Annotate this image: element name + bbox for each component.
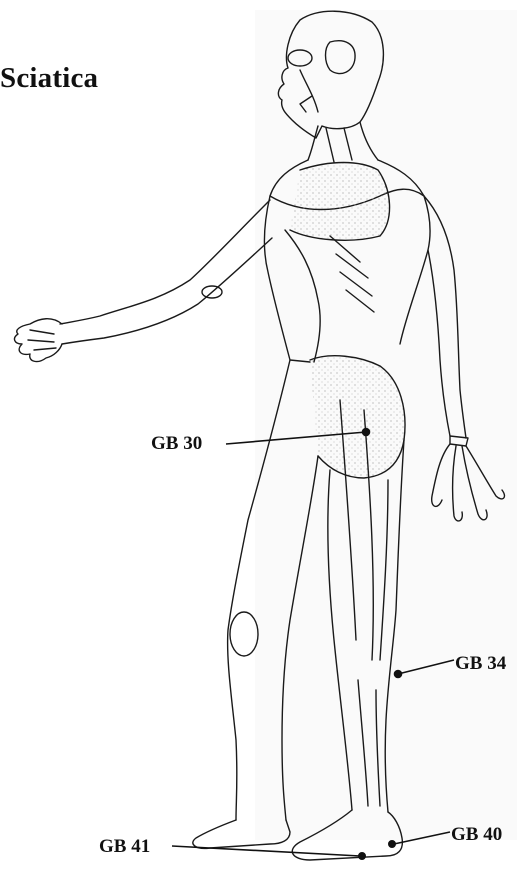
gb40-point xyxy=(389,841,395,847)
gb34-label: GB 34 xyxy=(455,653,506,675)
extended-hand xyxy=(15,319,62,362)
gb41-label: GB 41 xyxy=(99,836,150,858)
extended-arm xyxy=(60,200,272,344)
gb30-label: GB 30 xyxy=(151,433,202,455)
chest-shading xyxy=(290,163,390,241)
gb41-point xyxy=(359,853,365,859)
gb41-leader xyxy=(172,846,360,856)
gb40-label: GB 40 xyxy=(451,824,502,846)
back-knee xyxy=(230,612,258,656)
gb34-point xyxy=(395,671,402,678)
gb30-point xyxy=(363,429,370,436)
page-title: Sciatica xyxy=(0,62,98,95)
